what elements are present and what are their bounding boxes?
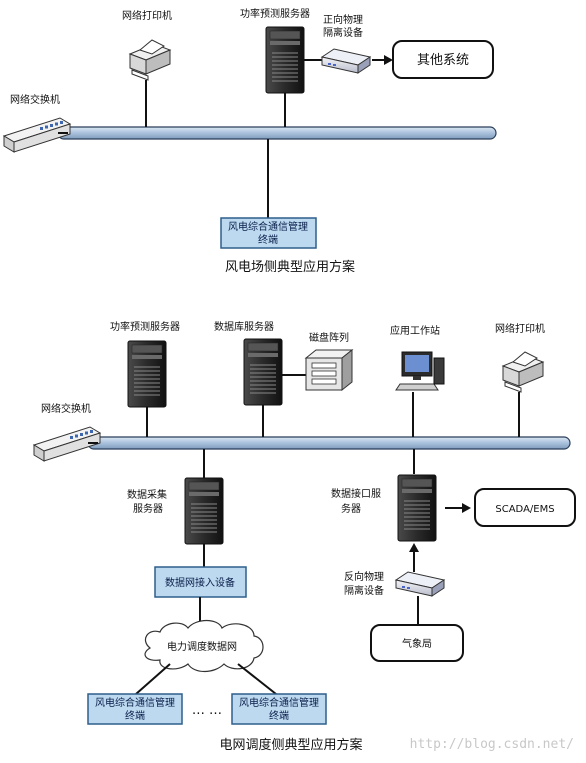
scada-label: SCADA/EMS xyxy=(495,504,554,515)
terminal-2-box xyxy=(231,693,327,725)
bottom-forecast-server-icon xyxy=(127,340,167,408)
terminals-ellipsis: … … xyxy=(192,703,222,718)
interface-server-label-1: 数据接口服 xyxy=(331,487,381,500)
bottom-diagram: 网络交换机 功率预测服务器 数据库服务器 磁盘阵列 应用工作站 xyxy=(33,320,576,753)
top-network-bus xyxy=(57,126,497,140)
bottom-forecast-server-label: 功率预测服务器 xyxy=(110,320,180,333)
terminal-2-label-1: 风电综合通信管理 xyxy=(239,696,319,709)
other-system-label: 其他系统 xyxy=(417,53,469,68)
top-switch-icon xyxy=(3,117,71,153)
interface-server-icon xyxy=(397,474,437,542)
weather-bureau-box xyxy=(370,624,464,662)
top-isolation-device-icon xyxy=(321,48,371,74)
top-printer-label: 网络打印机 xyxy=(122,9,172,22)
weather-bureau-label: 气象局 xyxy=(402,637,432,650)
top-forecast-server-icon xyxy=(265,26,305,94)
reverse-isolation-device-icon xyxy=(395,571,445,597)
dispatch-network-cloud: 电力调度数据网 xyxy=(144,619,264,673)
access-device-label: 数据网接入设备 xyxy=(165,576,235,589)
other-system-box xyxy=(392,40,494,79)
collect-server-icon xyxy=(184,477,224,545)
top-terminal-box xyxy=(220,217,317,249)
reverse-isolation-label-1: 反向物理 xyxy=(344,570,384,583)
bottom-caption: 电网调度侧典型应用方案 xyxy=(219,737,362,753)
bottom-switch-label: 网络交换机 xyxy=(41,402,91,415)
terminal-2-label-2: 终端 xyxy=(269,709,289,722)
terminal-1-label-1: 风电综合通信管理 xyxy=(95,696,175,709)
access-device-box xyxy=(154,566,247,598)
top-isolation-label-1: 正向物理 xyxy=(323,13,363,26)
top-forecast-server-label: 功率预测服务器 xyxy=(240,7,310,20)
reverse-isolation-label-2: 隔离设备 xyxy=(344,584,384,597)
collect-server-label-1: 数据采集 xyxy=(127,488,167,501)
watermark: http://blog.csdn.net/ xyxy=(410,737,574,752)
collect-server-label-2: 服务器 xyxy=(133,502,163,515)
top-terminal-label-1: 风电综合通信管理 xyxy=(228,220,308,233)
top-switch-label: 网络交换机 xyxy=(10,93,60,106)
terminal-1-box xyxy=(87,693,183,725)
db-server-icon xyxy=(243,338,283,406)
disk-array-icon xyxy=(304,348,354,392)
workstation-icon xyxy=(395,351,445,391)
top-isolation-label-2: 隔离设备 xyxy=(323,26,363,39)
terminal-1-label-2: 终端 xyxy=(125,709,145,722)
top-printer-icon xyxy=(129,39,171,81)
top-diagram: 网络交换机 网络打印机 功率预测服务器 正向物理 隔离设备 其他系统 风电综合通… xyxy=(3,7,497,275)
workstation-label: 应用工作站 xyxy=(390,324,440,337)
top-caption: 风电场侧典型应用方案 xyxy=(225,259,355,275)
bottom-network-bus xyxy=(87,436,571,450)
bottom-printer-icon xyxy=(502,351,544,393)
disk-array-label: 磁盘阵列 xyxy=(309,331,349,344)
bottom-printer-label: 网络打印机 xyxy=(495,322,545,335)
db-server-label: 数据库服务器 xyxy=(214,320,274,333)
top-terminal-label-2: 终端 xyxy=(258,233,278,246)
scada-box xyxy=(474,488,576,527)
dispatch-network-label: 电力调度数据网 xyxy=(167,640,237,653)
interface-server-label-2: 务器 xyxy=(341,502,361,515)
